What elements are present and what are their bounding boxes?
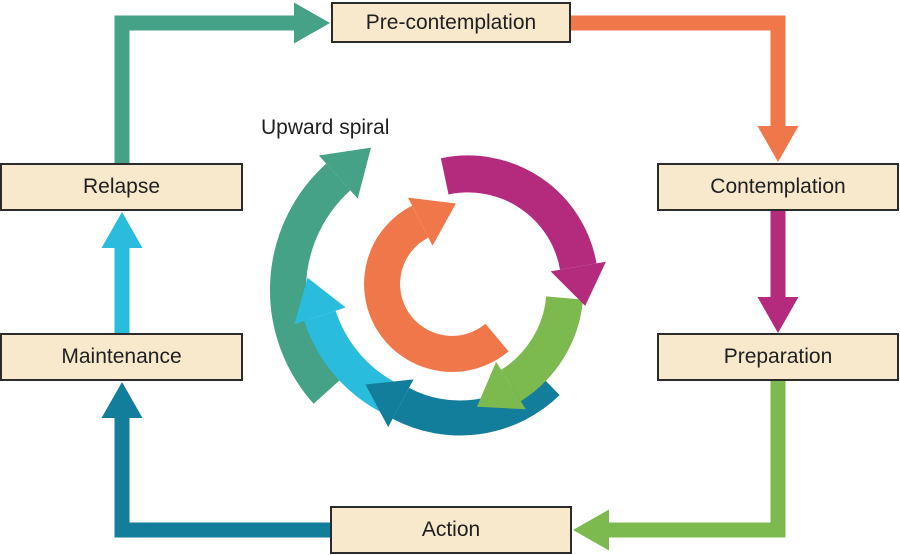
spiral-arc-band [269,163,351,404]
spiral-arc-dark-teal [365,369,560,436]
spiral-arc-band [364,205,509,372]
spiral-arrowhead-icon [477,361,526,410]
connector-shaft [609,381,786,538]
spiral-arc-band [392,369,560,436]
stage-box-relapse: Relapse [0,163,243,211]
stage-label-maintenance: Maintenance [61,345,182,368]
stage-box-preparation: Preparation [657,333,899,381]
stage-label-contemplation: Contemplation [710,175,846,198]
spiral-arc-band [440,155,597,271]
connector-contemplation-to-preparation-arrow [757,211,799,333]
connector-arrowhead-icon [294,2,330,44]
spiral-arrowhead-icon [408,197,456,246]
spiral-arc-teal-outer [269,147,371,404]
spiral-arrowhead-icon [294,277,346,325]
connector-arrowhead-icon [101,382,143,418]
stage-label-pre-contemplation: Pre-contemplation [365,10,537,34]
stage-box-contemplation: Contemplation [657,163,899,211]
spiral-arc-orange-inner [364,197,509,372]
spiral-arrowhead-icon [365,379,414,428]
spiral-arc-band [500,295,584,402]
spiral-arc-green [477,295,584,410]
connector-arrowhead-icon [757,297,799,333]
connector-arrowhead-icon [757,126,799,162]
connector-relapse-to-pre-contemplation-arrow [114,2,330,163]
connector-preparation-to-action-arrow [573,381,786,551]
upward-spiral-caption: Upward spiral [261,116,390,139]
connector-action-to-maintenance-arrow [101,382,330,538]
stage-label-action: Action [421,518,481,541]
connector-arrowhead-icon [573,509,609,551]
connector-shaft [571,15,786,126]
connector-pre-contemplation-to-contemplation-arrow [571,15,799,162]
stage-box-action: Action [330,506,572,554]
spiral-arc-magenta [440,155,606,306]
stage-label-preparation: Preparation [723,345,833,368]
connector-maintenance-to-relapse-arrow [101,212,143,333]
stage-label-relapse: Relapse [82,175,161,198]
connector-shaft [114,15,294,163]
stage-box-maintenance: Maintenance [0,333,243,381]
spiral-arrowhead-icon [318,147,371,199]
stage-box-pre-contemplation: Pre-contemplation [331,2,571,43]
connector-shaft [114,418,330,538]
connector-arrowhead-icon [101,212,143,248]
spiral-arrowhead-icon [550,261,606,306]
